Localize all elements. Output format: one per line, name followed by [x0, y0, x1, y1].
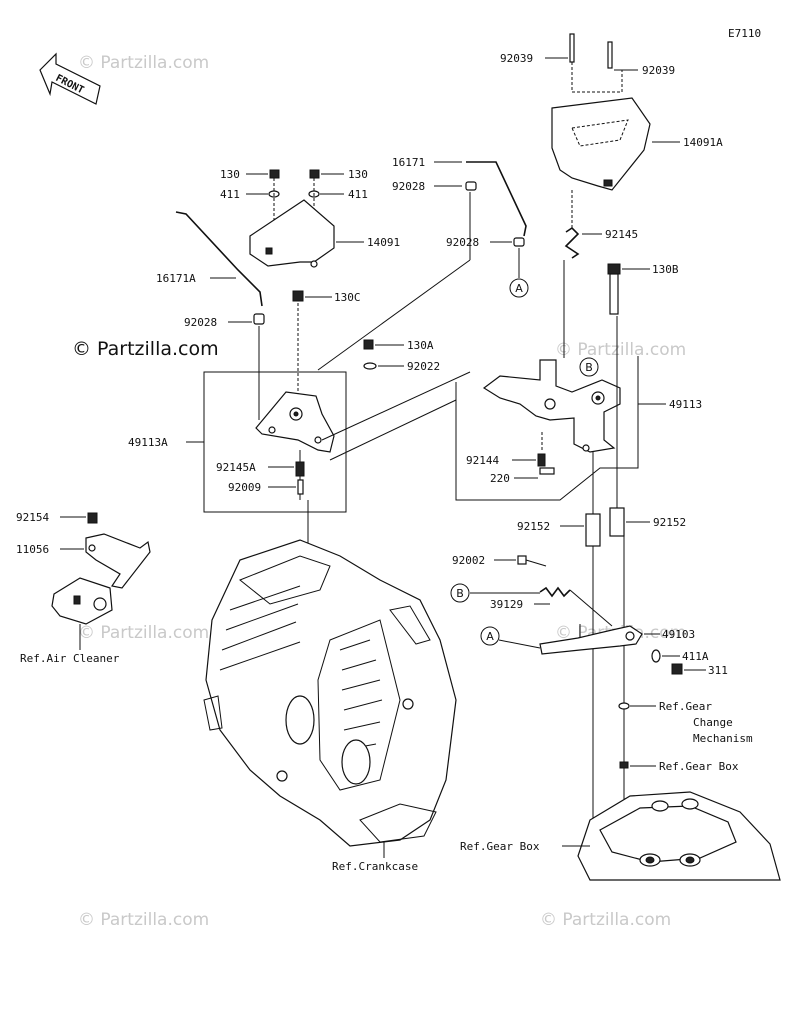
watermark-mid-left: © Partzilla.com: [78, 623, 209, 643]
callout-b-bottom-text: B: [456, 587, 464, 600]
bolt-130B: [607, 263, 621, 315]
spring-92145: [564, 226, 580, 259]
callout-a-top: A: [509, 278, 529, 298]
label-92002: 92002: [452, 554, 485, 567]
label-14091: 14091: [367, 236, 400, 249]
label-ref-gear-change-3: Mechanism: [693, 732, 753, 745]
callout-a-bottom-text: A: [486, 630, 494, 643]
label-92152-right: 92152: [653, 516, 686, 529]
label-92039-left: 92039: [500, 52, 533, 65]
bolt-130C: [292, 290, 304, 302]
bracket-49113: [482, 359, 621, 453]
callout-b-bottom: B: [450, 583, 470, 603]
pin-92039-right: [607, 41, 613, 69]
washer-92022: [363, 362, 377, 370]
bolt-130A: [363, 339, 374, 350]
callout-a-top-text: A: [515, 282, 523, 295]
label-130C: 130C: [334, 291, 361, 304]
label-92009: 92009: [228, 481, 261, 494]
label-92028-mid: 92028: [446, 236, 479, 249]
label-92145A: 92145A: [216, 461, 256, 474]
watermark-mid-right: © Partzilla.com: [555, 340, 686, 360]
pin-92009: [297, 479, 304, 495]
callout-b-top: B: [579, 357, 599, 377]
label-92152-left: 92152: [517, 520, 550, 533]
label-49113A: 49113A: [128, 436, 168, 449]
label-130A: 130A: [407, 339, 434, 352]
label-92028-top: 92028: [392, 180, 425, 193]
spring-92144: [537, 453, 546, 467]
callout-b-top-text: B: [585, 361, 593, 374]
label-92145: 92145: [605, 228, 638, 241]
air-cleaner-housing: [51, 577, 113, 625]
spring-92145A: [295, 461, 305, 477]
label-92154: 92154: [16, 511, 49, 524]
watermark-top-left: © Partzilla.com: [78, 53, 209, 73]
watermark-main: © Partzilla.com: [72, 338, 219, 360]
label-14091A: 14091A: [683, 136, 723, 149]
diagram-code: E7110: [728, 27, 761, 40]
bolt-130-left: [269, 169, 280, 179]
watermark-bottom-left: © Partzilla.com: [78, 910, 209, 930]
label-130-right: 130: [348, 168, 368, 181]
label-11056: 11056: [16, 543, 49, 556]
label-39129: 39129: [490, 598, 523, 611]
engine-crankcase: [203, 539, 457, 847]
label-ref-air-cleaner: Ref.Air Cleaner: [20, 652, 120, 665]
label-92022: 92022: [407, 360, 440, 373]
lever-49103: [539, 625, 643, 655]
bracket-11056: [85, 533, 151, 589]
screw-220: [539, 467, 555, 475]
spring-39129: [539, 586, 571, 598]
bolt-92002: [517, 555, 547, 567]
label-130-left: 130: [220, 168, 240, 181]
watermark-bottom-right: © Partzilla.com: [540, 910, 671, 930]
label-130B: 130B: [652, 263, 679, 276]
label-311: 311: [708, 664, 728, 677]
label-49103: 49103: [662, 628, 695, 641]
label-16171: 16171: [392, 156, 425, 169]
label-16171A: 16171A: [156, 272, 196, 285]
collar-92152-left: [585, 513, 601, 547]
pin-92039-left: [569, 33, 575, 63]
label-411-right: 411: [348, 188, 368, 201]
clip-92028-mid: [513, 237, 525, 247]
label-ref-gear-box-bottom: Ref.Gear Box: [460, 840, 540, 853]
callout-a-bottom: A: [480, 626, 500, 646]
bolt-92154: [87, 512, 98, 524]
washer-411A: [651, 649, 661, 663]
label-49113: 49113: [669, 398, 702, 411]
label-92144: 92144: [466, 454, 499, 467]
clip-92028-left: [253, 313, 265, 325]
label-411-left: 411: [220, 188, 240, 201]
label-ref-gear-change-1: Ref.Gear: [659, 700, 712, 713]
rod-16171: [466, 161, 527, 237]
label-220: 220: [490, 472, 510, 485]
lever-49113A: [255, 391, 335, 453]
cover-14091A: [551, 97, 651, 191]
label-411A: 411A: [682, 650, 709, 663]
cover-14091: [249, 199, 335, 268]
collar-92152-right: [609, 507, 625, 537]
label-92039-right: 92039: [642, 64, 675, 77]
label-ref-gear-change-2: Change: [693, 716, 733, 729]
label-ref-crankcase: Ref.Crankcase: [332, 860, 418, 873]
rod-16171A: [175, 211, 263, 307]
clip-92028-top: [465, 181, 477, 191]
bolt-130-right: [309, 169, 320, 179]
gear-box: [577, 791, 781, 881]
nut-311: [671, 663, 683, 675]
label-92028-left: 92028: [184, 316, 217, 329]
label-ref-gear-box-right: Ref.Gear Box: [659, 760, 739, 773]
